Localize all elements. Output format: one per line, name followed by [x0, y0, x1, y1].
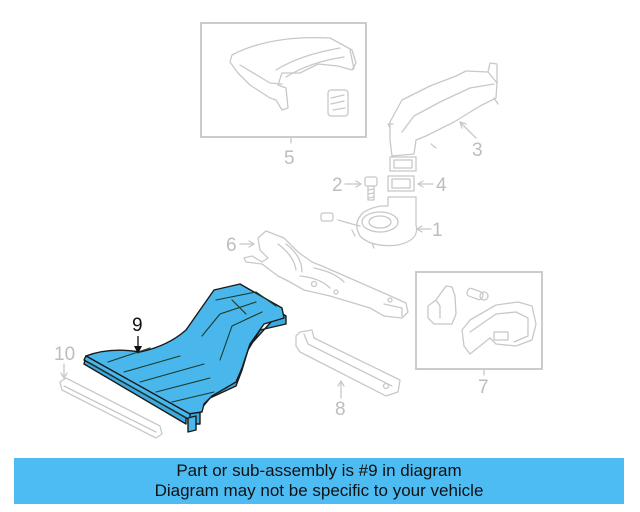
banner-line-disclaimer: Diagram may not be specific to your vehi…	[154, 481, 484, 500]
part-4-group[interactable]: 4	[387, 156, 447, 196]
callout-9: 9	[132, 315, 143, 336]
part-7-drawing	[427, 285, 537, 355]
part-9-group[interactable]: 9	[83, 283, 287, 433]
part-7-box	[415, 271, 543, 370]
callout-6: 6	[226, 235, 237, 256]
part-4-drawing	[387, 175, 415, 192]
part-5-group[interactable]: 5	[200, 22, 367, 169]
part-5-box	[200, 22, 367, 138]
part-7-group[interactable]: 7	[415, 271, 543, 398]
callout-10: 10	[54, 344, 75, 365]
callout-5: 5	[284, 148, 295, 169]
callout-2: 2	[332, 175, 343, 196]
part-1-drawing	[320, 196, 418, 249]
callout-8: 8	[335, 399, 346, 420]
part-6-group[interactable]: 6	[226, 230, 409, 319]
part-8-drawing	[295, 329, 401, 397]
part-3-group[interactable]: 3	[387, 62, 499, 161]
banner-line-part-number: Part or sub-assembly is #9 in diagram	[176, 461, 462, 480]
callout-3: 3	[472, 140, 483, 161]
part-5-drawing	[229, 36, 357, 117]
part-10-drawing	[59, 377, 163, 439]
part-8-group[interactable]: 8	[295, 329, 401, 420]
part-9-drawing	[83, 283, 287, 433]
callout-1: 1	[432, 220, 443, 241]
callout-7: 7	[478, 377, 489, 398]
callout-4: 4	[436, 175, 447, 196]
part-2-drawing	[364, 176, 378, 201]
part-2-group[interactable]: 2	[332, 175, 378, 201]
part-6-drawing	[243, 230, 409, 319]
part-10-group[interactable]: 10	[54, 344, 163, 439]
info-banner: Part or sub-assembly is #9 in diagram Di…	[14, 458, 624, 504]
part-3-drawing	[389, 70, 498, 157]
part-1-group[interactable]: 1	[320, 196, 443, 249]
